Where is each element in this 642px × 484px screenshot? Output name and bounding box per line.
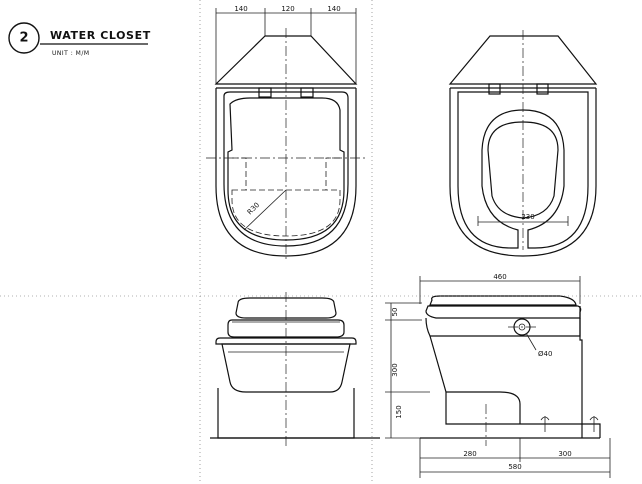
title-block: 2 WATER CLOSET UNIT : M/M <box>8 22 151 57</box>
dim-height-upper: 50 <box>391 308 399 317</box>
dim-radius: R30 <box>246 201 261 216</box>
dim-height-base: 150 <box>395 405 403 418</box>
front-elevation <box>210 292 380 446</box>
title-number: 2 <box>19 31 28 46</box>
plan-view-left: 140 120 140 R30 <box>206 5 366 262</box>
dim-seat-width: 230 <box>521 213 534 221</box>
dim-bottom-right: 300 <box>558 450 571 458</box>
title-name: WATER CLOSET <box>50 29 151 42</box>
title-number-circle <box>8 22 40 54</box>
side-elevation: 460 Ø40 50 300 1 <box>385 273 611 478</box>
dim-top-left: 140 <box>234 5 247 13</box>
dim-bottom-left: 280 <box>463 450 476 458</box>
dim-top-mid: 120 <box>281 5 294 13</box>
dim-height-body: 300 <box>391 363 399 376</box>
dim-bottom-total: 580 <box>508 463 521 471</box>
dim-top-right: 140 <box>327 5 340 13</box>
dim-pipe: Ø40 <box>538 350 552 358</box>
plan-view-right: 230 <box>448 30 598 257</box>
title-unit: UNIT : M/M <box>52 50 90 57</box>
dim-overall-depth: 460 <box>493 273 506 281</box>
